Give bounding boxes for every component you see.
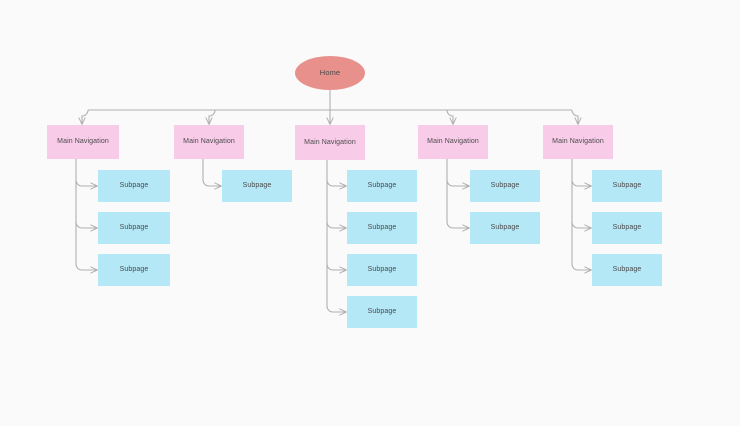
connector-arrow [326, 221, 347, 232]
connector-arrow [202, 179, 222, 190]
subpage-node-4-2[interactable]: Subpage [470, 212, 540, 244]
subpage-node-1-2[interactable]: Subpage [98, 212, 170, 244]
subpage-node-1-3[interactable]: Subpage [98, 254, 170, 286]
subpage-node-3-4-label: Subpage [367, 308, 397, 316]
main-navigation-node-3[interactable]: Main Navigation [295, 125, 365, 160]
subpage-node-5-3[interactable]: Subpage [592, 254, 662, 286]
subpage-node-4-1-label: Subpage [490, 182, 520, 190]
connector-arrow [326, 179, 347, 190]
subpage-node-5-1-label: Subpage [612, 182, 642, 190]
connector-arrow [75, 179, 98, 190]
subpage-node-3-1[interactable]: Subpage [347, 170, 417, 202]
connector-arrow [75, 263, 98, 274]
connector-arrow [205, 109, 216, 125]
subpage-node-1-3-label: Subpage [119, 266, 149, 274]
main-navigation-node-2-label: Main Navigation [183, 138, 235, 146]
main-navigation-node-4[interactable]: Main Navigation [418, 125, 488, 159]
subpage-node-5-1[interactable]: Subpage [592, 170, 662, 202]
main-navigation-node-5-label: Main Navigation [552, 138, 604, 146]
connector-arrow [571, 179, 592, 190]
main-navigation-node-3-label: Main Navigation [304, 138, 356, 146]
connector-arrow [571, 263, 592, 274]
connector-arrow [75, 221, 98, 232]
subpage-node-3-3-label: Subpage [367, 266, 397, 274]
connector-arrow [571, 109, 582, 125]
subpage-node-5-3-label: Subpage [612, 266, 642, 274]
subpage-node-1-1-label: Subpage [119, 182, 149, 190]
subpage-node-4-1[interactable]: Subpage [470, 170, 540, 202]
connector-arrow [446, 221, 470, 232]
main-navigation-node-1[interactable]: Main Navigation [47, 125, 119, 159]
subpage-node-1-2-label: Subpage [119, 224, 149, 232]
subpage-node-3-2[interactable]: Subpage [347, 212, 417, 244]
main-navigation-node-4-label: Main Navigation [427, 138, 479, 146]
subpage-node-2-1-label: Subpage [242, 182, 272, 190]
subpage-node-3-1-label: Subpage [367, 182, 397, 190]
subpage-node-2-1[interactable]: Subpage [222, 170, 292, 202]
subpage-node-3-3[interactable]: Subpage [347, 254, 417, 286]
main-navigation-node-5[interactable]: Main Navigation [543, 125, 613, 159]
subpage-node-5-2-label: Subpage [612, 224, 642, 232]
connector-arrow [446, 109, 457, 125]
connector-arrow [78, 109, 89, 125]
main-navigation-node-1-label: Main Navigation [57, 138, 109, 146]
subpage-node-3-2-label: Subpage [367, 224, 397, 232]
connector-arrow [571, 221, 592, 232]
home-node[interactable]: Home [295, 56, 365, 90]
home-node-label: Home [319, 67, 341, 77]
connector-arrow [326, 263, 347, 274]
connector-arrow [446, 179, 470, 190]
subpage-node-4-2-label: Subpage [490, 224, 520, 232]
main-navigation-node-2[interactable]: Main Navigation [174, 125, 244, 159]
subpage-node-1-1[interactable]: Subpage [98, 170, 170, 202]
subpage-node-3-4[interactable]: Subpage [347, 296, 417, 328]
subpage-node-5-2[interactable]: Subpage [592, 212, 662, 244]
connector-arrow [326, 305, 347, 316]
